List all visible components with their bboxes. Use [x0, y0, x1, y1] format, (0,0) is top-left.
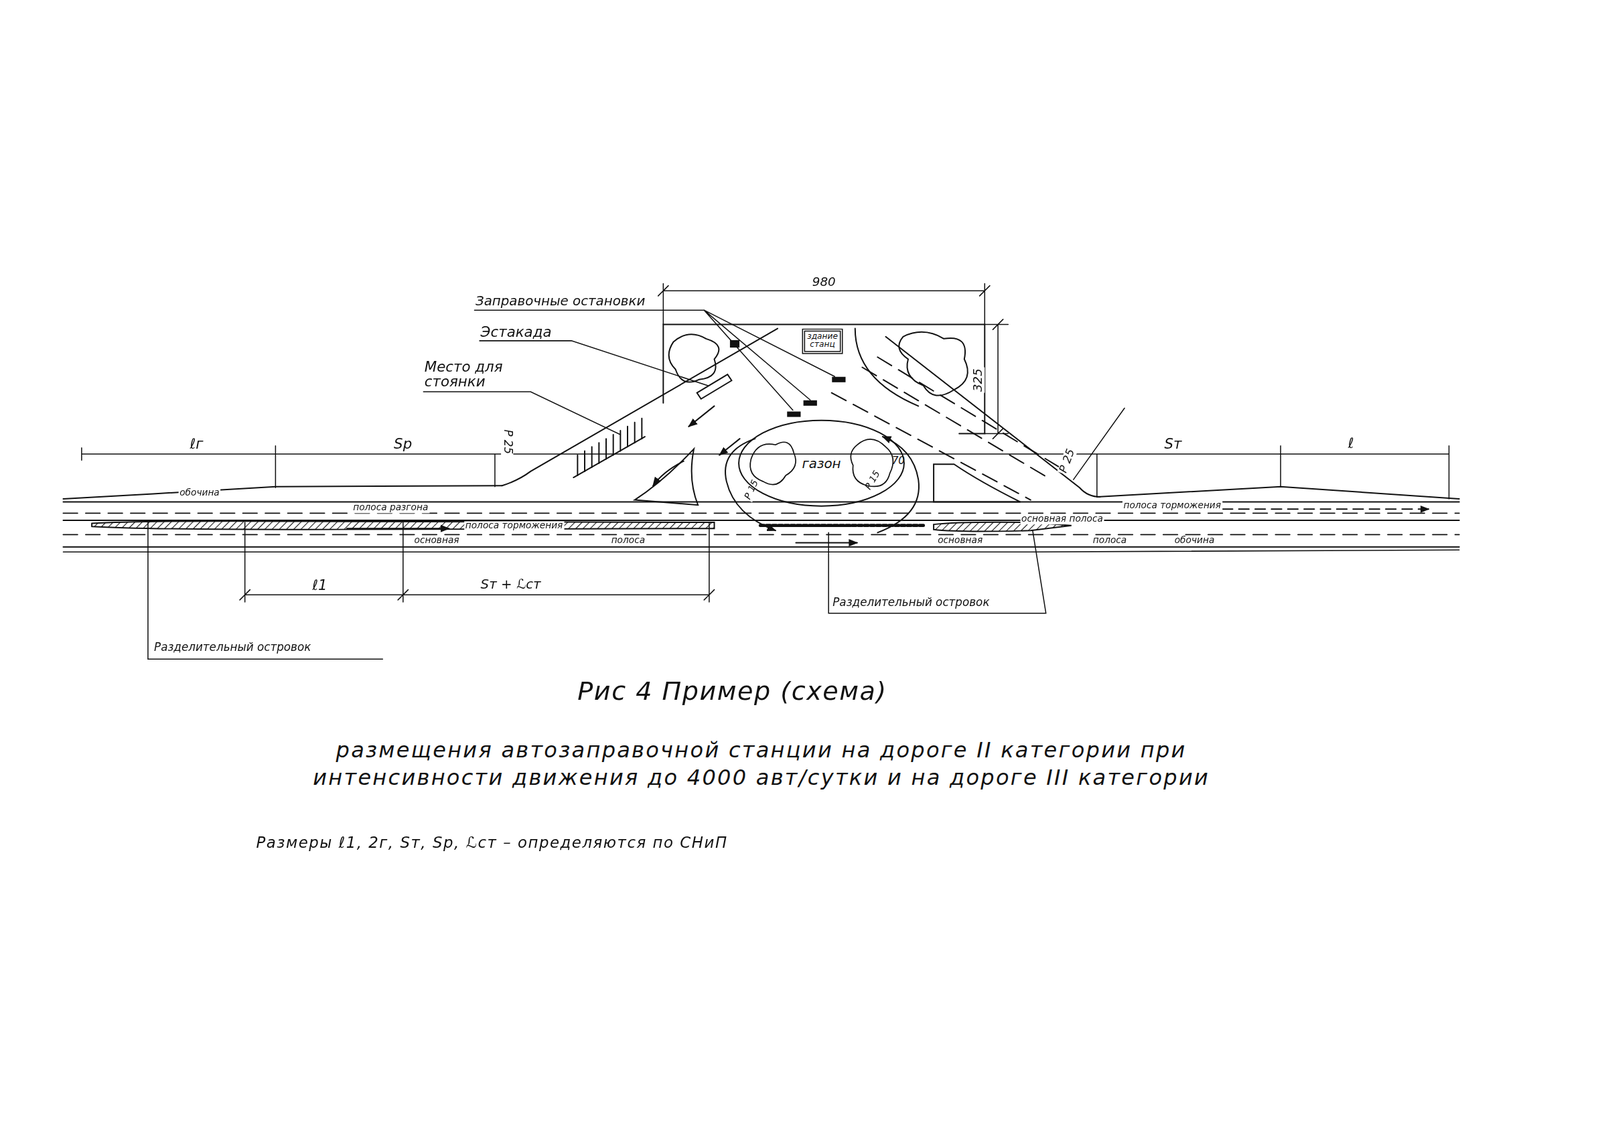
plan-label: основная полоса	[1020, 514, 1105, 525]
plan-label: Место для стоянки	[423, 358, 538, 391]
plan-label: основная	[936, 535, 984, 546]
plan-label: Sт	[1163, 436, 1183, 453]
plan-label: ℓг	[188, 436, 205, 453]
plan-label: ℓ	[1346, 435, 1355, 452]
plan-label: Р 25	[1056, 446, 1078, 476]
plan-label: Разделительный островок	[153, 641, 313, 654]
plan-label: Заправочные остановки	[474, 294, 646, 309]
building-label: здание станц	[807, 332, 838, 351]
plan-label: 980	[811, 275, 837, 289]
plan-label: Эстакада	[479, 324, 553, 341]
plan-label: Sр	[393, 436, 414, 453]
plan-label: обочина	[178, 488, 222, 499]
plan-label: полоса	[610, 535, 647, 546]
plan-label: полоса	[1091, 535, 1128, 546]
plan-label: полоса торможения	[1122, 500, 1223, 512]
plan-label: обочина	[1173, 535, 1216, 546]
plan-label: Р 25	[500, 428, 514, 456]
plan-label: 325	[971, 367, 985, 394]
figure-caption: размещения автозаправочной станции на до…	[245, 736, 1278, 793]
plan-label: полоса торможения	[464, 521, 564, 532]
station-building: здание станц	[802, 328, 844, 355]
plan-label: Sт + ℒст	[479, 577, 542, 593]
plan-label: Р 15	[863, 468, 884, 493]
plan-label: Размеры ℓ1, 2г, Sт, Sр, ℒст – определяют…	[255, 834, 729, 852]
plan-label: полоса разгона	[352, 502, 430, 514]
plan-label: ℓ1	[311, 577, 329, 593]
lawn-island: газон	[736, 418, 907, 509]
plan-label: основная	[413, 535, 461, 546]
figure-title: Рис 4 Пример (схема)	[576, 677, 889, 706]
plan-label: Разделительный островок	[831, 596, 991, 609]
lawn-label: газон	[799, 455, 843, 471]
